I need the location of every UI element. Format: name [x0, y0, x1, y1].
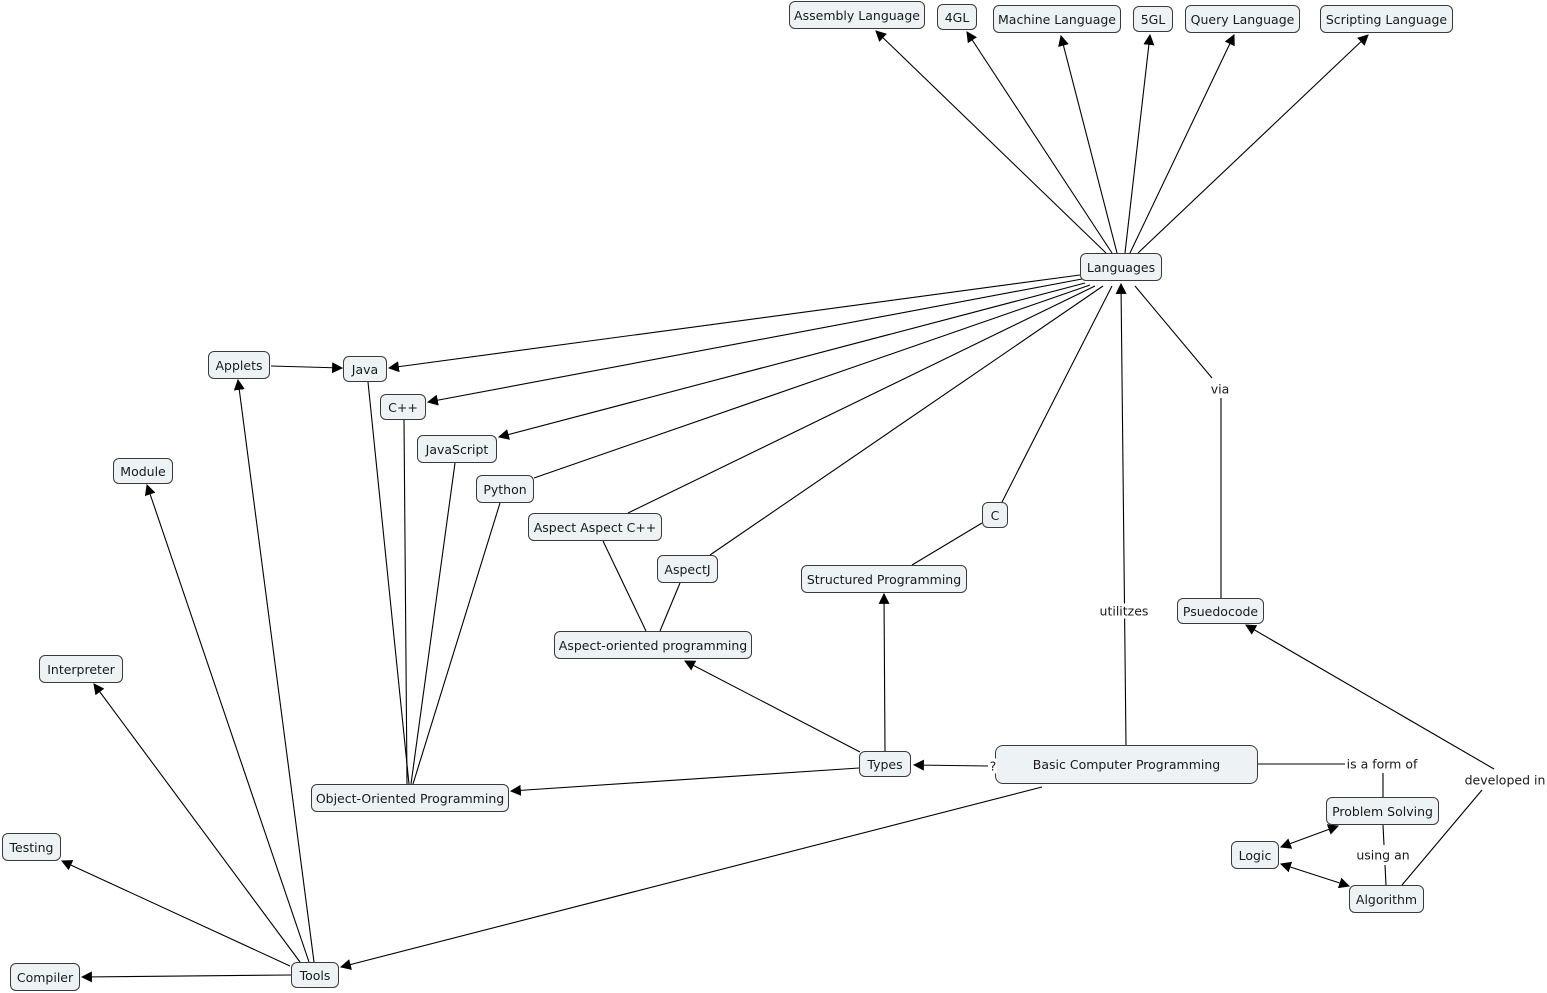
edge-tools-compiler	[80, 971, 292, 983]
link-label-using-an: using an	[1355, 847, 1411, 863]
node-problem-solving[interactable]: Problem Solving	[1326, 797, 1439, 825]
link-label-question: ?	[989, 758, 997, 774]
edge-java-oop	[367, 381, 410, 785]
edge-logic-algorithm	[1279, 861, 1351, 889]
edge-aspectj-aop	[659, 582, 681, 632]
node-compiler[interactable]: Compiler	[10, 963, 80, 991]
edge-python-oop	[412, 502, 501, 785]
edge-languages-query	[1129, 34, 1235, 254]
link-label-developed-in: developed in	[1463, 772, 1547, 788]
edge-languages-javascript	[497, 282, 1086, 440]
edge-javascript-oop	[410, 462, 456, 785]
edge-logic-problem	[1279, 824, 1340, 849]
edge-languages-machine	[1058, 34, 1118, 254]
edge-types-oop	[509, 767, 860, 796]
edge-languages-aspectj	[709, 285, 1104, 556]
node-algorithm[interactable]: Algorithm	[1349, 885, 1424, 913]
edge-usingan-algorithm	[1384, 864, 1387, 886]
edge-applets-java	[270, 362, 344, 374]
node-cpp[interactable]: C++	[380, 394, 426, 420]
edge-basic-types	[912, 759, 989, 771]
edge-languages-c	[1001, 285, 1113, 503]
node-python[interactable]: Python	[476, 475, 534, 503]
edge-tools-applets	[233, 378, 315, 963]
link-label-utilitzes: utilitzes	[1098, 603, 1150, 619]
node-c[interactable]: C	[982, 502, 1008, 528]
edge-c-structured	[911, 522, 983, 566]
node-types[interactable]: Types	[859, 751, 911, 777]
edge-languages-4gl	[966, 31, 1113, 254]
node-assembly-language[interactable]: Assembly Language	[789, 1, 925, 29]
node-java[interactable]: Java	[343, 356, 387, 382]
node-5gl[interactable]: 5GL	[1133, 6, 1173, 32]
edge-basic-languages	[1115, 282, 1127, 746]
edge-languages-java	[387, 274, 1081, 373]
edge-basic-tools	[339, 786, 1043, 970]
node-object-oriented-programming[interactable]: Object-Oriented Programming	[311, 784, 509, 812]
edge-tools-testing	[61, 860, 291, 967]
node-basic-computer-programming[interactable]: Basic Computer Programming	[995, 745, 1258, 784]
node-psuedocode[interactable]: Psuedocode	[1177, 598, 1264, 624]
node-module[interactable]: Module	[113, 458, 173, 484]
edge-types-aop	[684, 660, 861, 753]
node-logic[interactable]: Logic	[1231, 841, 1279, 869]
node-interpreter[interactable]: Interpreter	[39, 655, 123, 683]
link-label-via: via	[1209, 381, 1231, 397]
node-applets[interactable]: Applets	[208, 351, 270, 379]
edge-cpp-oop	[403, 419, 408, 785]
edge-languages-via	[1134, 285, 1213, 379]
node-machine-language[interactable]: Machine Language	[993, 5, 1121, 33]
node-query-language[interactable]: Query Language	[1185, 5, 1300, 33]
edge-languages-5gl	[1124, 33, 1155, 254]
edge-types-structured	[878, 592, 890, 752]
node-structured-programming[interactable]: Structured Programming	[801, 565, 967, 593]
edge-tools-module	[144, 483, 310, 963]
node-aspectj[interactable]: AspectJ	[657, 555, 718, 583]
edge-problem-usingan	[1382, 824, 1385, 846]
edge-languages-python	[533, 284, 1091, 479]
edge-languages-aspectcpp	[627, 285, 1096, 514]
node-tools[interactable]: Tools	[291, 962, 339, 988]
edge-aspectcpp-aop	[602, 540, 647, 632]
edge-tools-interpreter	[93, 683, 301, 963]
edge-languages-assembly	[875, 30, 1107, 254]
node-4gl[interactable]: 4GL	[937, 4, 977, 30]
edge-languages-scripting	[1137, 34, 1369, 254]
edge-developedin-psuedocode	[1245, 624, 1495, 770]
edge-languages-cpp	[426, 278, 1083, 406]
link-label-is-a-form-of: is a form of	[1345, 756, 1419, 772]
node-scripting-language[interactable]: Scripting Language	[1320, 5, 1453, 33]
node-testing[interactable]: Testing	[2, 833, 61, 861]
node-aspect-oriented-programming[interactable]: Aspect-oriented programming	[554, 631, 752, 659]
node-aspect-cpp[interactable]: Aspect Aspect C++	[528, 513, 662, 541]
edge-algorithm-developedin	[1401, 789, 1483, 886]
node-javascript[interactable]: JavaScript	[417, 435, 497, 463]
node-languages[interactable]: Languages	[1080, 253, 1162, 281]
